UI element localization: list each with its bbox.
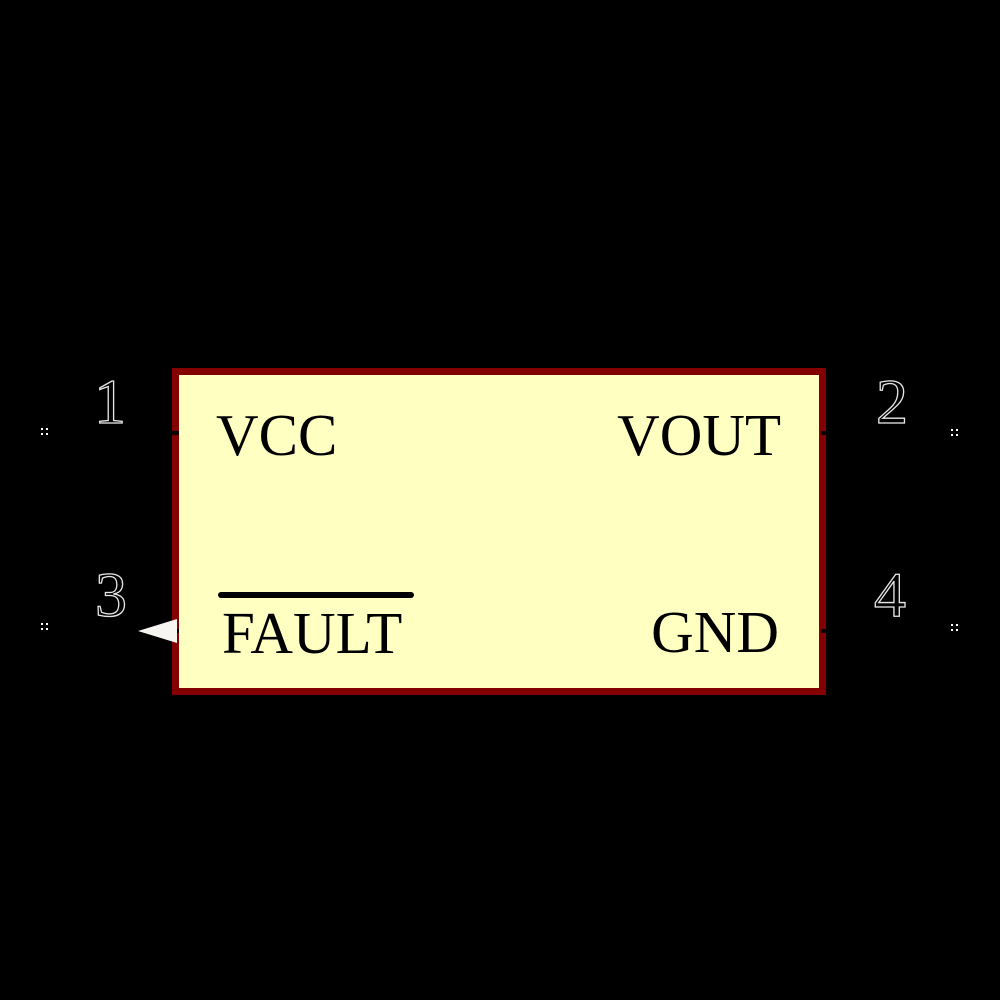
pin-1-line[interactable] <box>48 431 179 435</box>
pin-2-number: 2 <box>875 366 908 437</box>
pin-4-line[interactable] <box>821 629 952 633</box>
pin-1-unconnected-marker-icon[interactable] <box>41 428 43 430</box>
component-body[interactable] <box>172 368 826 695</box>
pin-2-unconnected-marker-icon[interactable] <box>951 429 953 431</box>
pin-1-name-label: VCC <box>216 402 338 468</box>
pin-2-line[interactable] <box>821 431 952 435</box>
pin-4-unconnected-marker-icon[interactable] <box>951 624 953 626</box>
pin-3-line[interactable] <box>48 629 179 633</box>
pin-2-name-label: VOUT <box>617 402 781 468</box>
pin-3-name-label: FAULT <box>222 600 403 666</box>
pin-3-unconnected-marker-icon[interactable] <box>41 623 43 625</box>
pin-3-arrow-icon <box>138 619 177 643</box>
fault-overline-bar <box>218 592 414 598</box>
pin-4-name-label: GND <box>651 599 779 665</box>
pin-1-number: 1 <box>93 366 126 437</box>
pin-4-number: 4 <box>873 559 906 630</box>
pin-3-number: 3 <box>94 559 127 630</box>
